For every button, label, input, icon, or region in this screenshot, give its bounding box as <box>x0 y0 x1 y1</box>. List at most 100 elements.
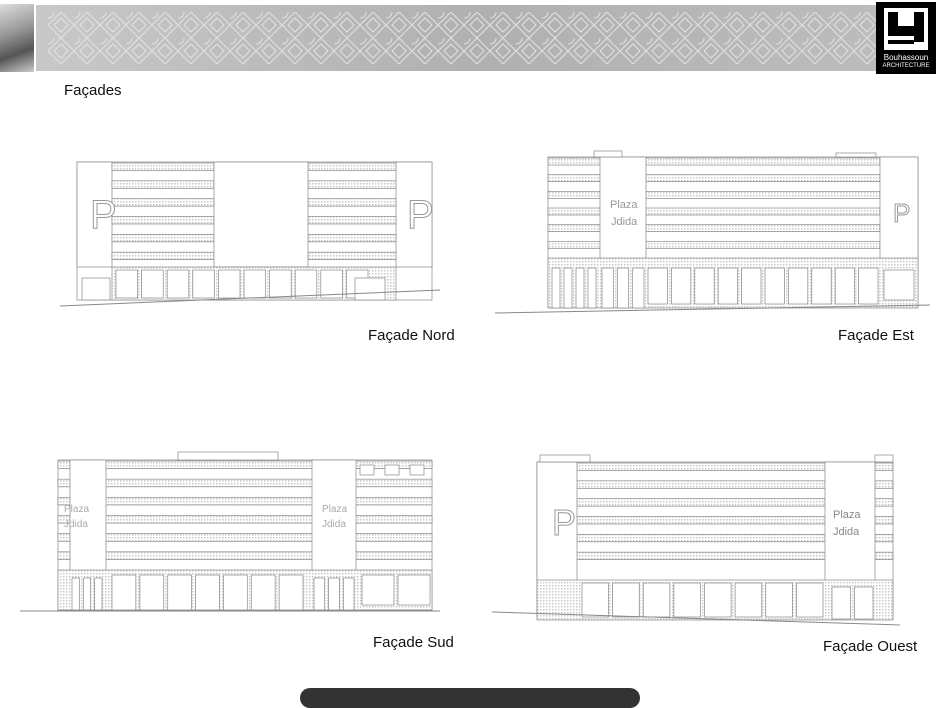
window <box>734 582 763 618</box>
hatched-band <box>576 480 826 489</box>
hatched-band <box>576 498 826 507</box>
window <box>342 577 355 611</box>
hatched-band <box>57 460 433 469</box>
ground-line <box>59 289 441 307</box>
window <box>94 577 103 611</box>
tower <box>395 161 433 268</box>
hatched-band <box>645 224 881 233</box>
caption-facade-sud: Façade Sud <box>373 634 454 651</box>
hatched-band <box>645 174 881 183</box>
sign-plaza: Plaza <box>833 509 861 521</box>
page-title: Façades <box>64 82 122 99</box>
window <box>115 269 138 299</box>
window <box>361 574 395 606</box>
sign-p: P <box>552 502 576 543</box>
hatched-band <box>57 515 433 524</box>
presentation-control-bar[interactable] <box>300 688 640 708</box>
facade-est-drawing <box>494 150 931 314</box>
window <box>831 586 851 620</box>
sign-jdida: Jdida <box>833 526 860 538</box>
window <box>704 582 732 618</box>
ground-line <box>494 304 931 314</box>
tower <box>76 161 113 268</box>
logo-subtitle: ARCHITECTURE <box>882 63 930 69</box>
window <box>139 574 165 611</box>
header-banner-pattern <box>36 5 918 71</box>
hatched-band <box>576 516 826 525</box>
hatched-band <box>111 162 215 171</box>
window <box>269 269 292 299</box>
hatched-band <box>307 162 397 171</box>
window <box>587 267 597 309</box>
hatched-band <box>874 480 894 489</box>
window-grid <box>384 464 400 476</box>
tower <box>599 156 647 268</box>
sign-jdida: Jdida <box>64 519 88 530</box>
garage-door <box>883 269 915 301</box>
hatched-band <box>547 207 601 216</box>
sign-plaza: Plaza <box>64 504 89 515</box>
facade-nord-drawing <box>59 161 441 307</box>
hatched-band <box>307 233 397 243</box>
window <box>854 586 874 620</box>
facade-ouest-drawing <box>491 454 901 626</box>
window <box>243 269 266 299</box>
facade-sud-drawing <box>20 451 440 612</box>
logo-name: Bouhassoun <box>883 53 929 62</box>
tower <box>311 459 357 576</box>
ground-line <box>491 611 901 626</box>
window <box>788 267 809 305</box>
hatched-band <box>874 516 894 525</box>
caption-facade-est: Façade Est <box>838 327 914 344</box>
hatched-band <box>547 240 601 249</box>
hatched-band <box>547 174 601 183</box>
window <box>671 267 692 305</box>
hatched-band <box>645 190 881 199</box>
window <box>71 577 80 611</box>
window <box>632 267 645 309</box>
window <box>581 582 609 618</box>
window <box>141 269 164 299</box>
window <box>616 267 630 309</box>
sign-jdida: Jdida <box>611 216 638 228</box>
hatched-band <box>111 216 215 225</box>
window <box>82 577 92 611</box>
window <box>223 574 248 611</box>
hatched-band <box>645 207 881 216</box>
window-grid <box>409 464 425 476</box>
window <box>313 577 326 611</box>
window <box>563 267 573 309</box>
sign-p: P <box>90 193 117 237</box>
window <box>111 574 137 611</box>
window <box>218 269 241 299</box>
window <box>694 267 715 305</box>
window <box>673 582 701 618</box>
window <box>796 582 824 618</box>
roof <box>593 150 623 158</box>
project-photo-thumbnail <box>0 4 34 72</box>
window <box>397 574 431 606</box>
sign-p: P <box>407 193 434 237</box>
window <box>320 269 343 299</box>
window <box>166 269 190 299</box>
window <box>601 267 614 309</box>
caption-facade-nord: Façade Nord <box>368 327 455 344</box>
window <box>764 267 785 305</box>
hatched-band <box>874 498 894 507</box>
sign-jdida: Jdida <box>322 519 346 530</box>
hatched-band <box>874 462 894 471</box>
window <box>294 269 318 299</box>
window <box>195 574 220 611</box>
window <box>250 574 276 611</box>
hatched-band <box>111 180 215 189</box>
hatched-band <box>874 533 894 543</box>
roof <box>177 451 279 461</box>
sign-p: P <box>893 198 910 228</box>
window <box>642 582 671 618</box>
tower <box>879 156 919 268</box>
window-grid <box>359 464 375 476</box>
hatched-band <box>547 190 601 199</box>
sign-plaza: Plaza <box>322 504 347 515</box>
window <box>278 574 304 611</box>
